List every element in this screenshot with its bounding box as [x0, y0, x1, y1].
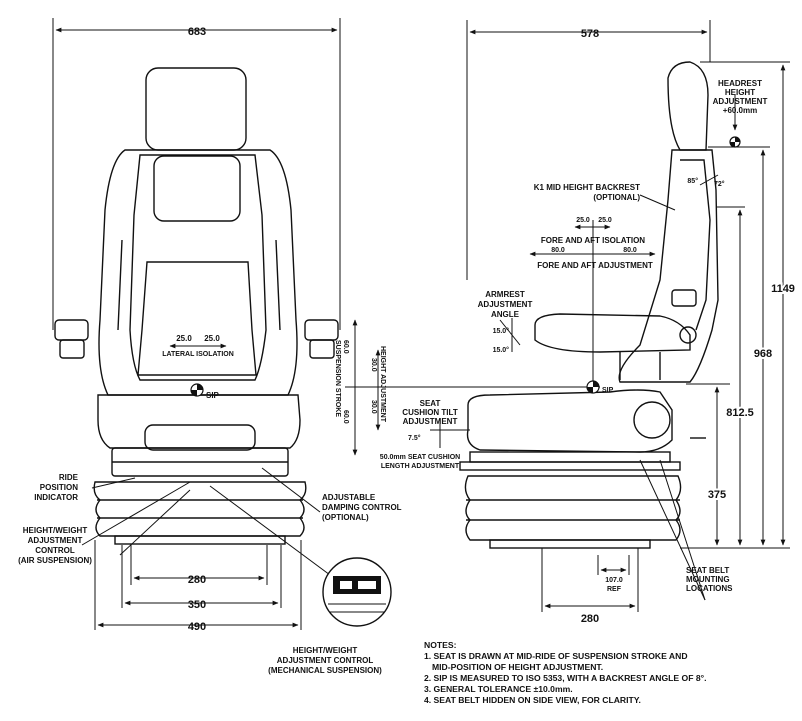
side-dimension-lines: [388, 20, 790, 612]
note-line: MID-POSITION OF HEIGHT ADJUSTMENT.: [432, 662, 604, 672]
svg-text:+60.0mm: +60.0mm: [723, 106, 757, 115]
svg-text:50.0mm SEAT CUSHION: 50.0mm SEAT CUSHION: [380, 454, 460, 461]
svg-text:LENGTH ADJUSTMENT: LENGTH ADJUSTMENT: [381, 463, 460, 470]
svg-text:SEAT BELT: SEAT BELT: [686, 566, 729, 575]
lateral-isolation-label: LATERAL ISOLATION: [162, 351, 234, 358]
armrest-angle-up: 15.0°: [493, 327, 510, 335]
svg-text:HEADREST: HEADREST: [718, 79, 762, 88]
note-line: 3. GENERAL TOLERANCE ±10.0mm.: [424, 684, 573, 694]
side-sip-label: SIP: [602, 387, 614, 394]
front-sip-marker: [190, 383, 204, 397]
suspension-stroke-label: SUSPENSION STROKE: [334, 340, 341, 417]
svg-text:(AIR SUSPENSION): (AIR SUSPENSION): [18, 556, 92, 565]
svg-text:(OPTIONAL): (OPTIONAL): [593, 193, 640, 202]
note-line: 4. SEAT BELT HIDDEN ON SIDE VIEW, FOR CL…: [424, 695, 641, 705]
front-view: [54, 67, 339, 545]
armrest-angle-down: 15.0°: [493, 346, 510, 354]
front-width-490: 490: [188, 621, 206, 633]
cushion-tilt-callout: SEAT CUSHION TILT ADJUSTMENT: [402, 399, 458, 426]
svg-text:MOUNTING: MOUNTING: [686, 575, 730, 584]
fore-aft-isolation-label: FORE AND AFT ISOLATION: [541, 236, 645, 245]
notes-block: NOTES: 1. SEAT IS DRAWN AT MID-RIDE OF S…: [424, 640, 794, 706]
svg-text:ADJUSTMENT: ADJUSTMENT: [403, 417, 458, 426]
svg-text:HEIGHT/WEIGHT: HEIGHT/WEIGHT: [23, 526, 88, 535]
front-width-350: 350: [188, 599, 206, 611]
notes-title: NOTES:: [424, 640, 457, 650]
cushion-tilt-angle: 7.5°: [408, 434, 421, 442]
adjustable-damping-callout: ADJUSTABLE DAMPING CONTROL (OPTIONAL): [322, 493, 402, 522]
svg-text:HEIGHT: HEIGHT: [725, 88, 755, 97]
height-adjustment-bottom: 30.0: [370, 400, 377, 414]
note-line: 2. SIP IS MEASURED TO ISO 5353, WITH A B…: [424, 673, 707, 683]
svg-text:ADJUSTMENT: ADJUSTMENT: [713, 97, 768, 106]
front-width-280: 280: [188, 574, 206, 586]
svg-text:ADJUSTMENT: ADJUSTMENT: [478, 300, 533, 309]
note-line: 1. SEAT IS DRAWN AT MID-RIDE OF SUSPENSI…: [424, 651, 688, 661]
svg-text:CUSHION TILT: CUSHION TILT: [402, 408, 458, 417]
backrest-angle-b: 72°: [714, 180, 725, 188]
height-weight-mech-callout: HEIGHT/WEIGHT ADJUSTMENT CONTROL (MECHAN…: [268, 646, 382, 675]
cushion-length-callout: 50.0mm SEAT CUSHION LENGTH ADJUSTMENT: [380, 454, 460, 470]
front-sip-label: SIP: [206, 391, 220, 400]
svg-text:K1 MID HEIGHT BACKREST: K1 MID HEIGHT BACKREST: [534, 183, 640, 192]
svg-text:LOCATIONS: LOCATIONS: [686, 584, 733, 593]
height-weight-air-callout: HEIGHT/WEIGHT ADJUSTMENT CONTROL (AIR SU…: [18, 526, 92, 565]
ref-label: REF: [607, 586, 622, 593]
height-adjustment-top: 30.0: [370, 358, 377, 372]
svg-text:INDICATOR: INDICATOR: [34, 493, 78, 502]
fore-aft-adjust-left: 80.0: [551, 247, 565, 254]
suspension-stroke-top: 60.0: [342, 340, 349, 354]
height-1149: 1149: [771, 283, 795, 295]
height-375: 375: [708, 489, 726, 501]
armrest-angle-callout: ARMREST ADJUSTMENT ANGLE: [478, 290, 533, 319]
svg-text:(OPTIONAL): (OPTIONAL): [322, 513, 369, 522]
mechanical-control-detail: [322, 557, 392, 627]
svg-text:ARMREST: ARMREST: [485, 290, 525, 299]
headrest-pivot-marker: [729, 136, 741, 148]
svg-text:ADJUSTMENT CONTROL: ADJUSTMENT CONTROL: [277, 656, 374, 665]
side-depth-280: 280: [581, 613, 599, 625]
fore-aft-adjust-right: 80.0: [623, 247, 637, 254]
svg-text:HEIGHT/WEIGHT: HEIGHT/WEIGHT: [293, 646, 358, 655]
fore-aft-isolation-right: 25.0: [598, 217, 612, 224]
height-968: 968: [754, 348, 772, 360]
svg-text:RIDE: RIDE: [59, 473, 79, 482]
headrest-callout: HEADREST HEIGHT ADJUSTMENT +60.0mm: [713, 79, 768, 115]
front-overall-width: 683: [188, 26, 206, 38]
svg-text:ANGLE: ANGLE: [491, 310, 520, 319]
svg-text:CONTROL: CONTROL: [35, 546, 75, 555]
side-view: [459, 61, 719, 549]
fore-aft-isolation-left: 25.0: [576, 217, 590, 224]
svg-text:POSITION: POSITION: [40, 483, 78, 492]
svg-text:ADJUSTMENT: ADJUSTMENT: [28, 536, 83, 545]
ref-value: 107.0: [605, 577, 623, 584]
svg-text:ADJUSTABLE: ADJUSTABLE: [322, 493, 376, 502]
svg-text:DAMPING CONTROL: DAMPING CONTROL: [322, 503, 402, 512]
svg-text:SEAT: SEAT: [420, 399, 441, 408]
backrest-angle-a: 85°: [687, 177, 698, 185]
side-sip-marker: [586, 380, 600, 394]
height-adjustment-label: HEIGHT ADJUSTMENT: [379, 346, 386, 423]
side-overall-depth: 578: [581, 28, 599, 40]
ride-position-callout: RIDE POSITION INDICATOR: [34, 473, 78, 502]
height-812-5: 812.5: [726, 407, 754, 419]
svg-text:(MECHANICAL SUSPENSION): (MECHANICAL SUSPENSION): [268, 666, 382, 675]
lateral-isolation-right: 25.0: [204, 334, 220, 343]
suspension-stroke-bottom: 60.0: [342, 410, 349, 424]
lateral-isolation-left: 25.0: [176, 334, 192, 343]
seat-belt-callout: SEAT BELT MOUNTING LOCATIONS: [686, 566, 733, 593]
front-dimension-lines: [52, 18, 388, 630]
fore-aft-adjust-label: FORE AND AFT ADJUSTMENT: [537, 261, 653, 270]
k1-backrest-callout: K1 MID HEIGHT BACKREST (OPTIONAL): [534, 183, 641, 202]
